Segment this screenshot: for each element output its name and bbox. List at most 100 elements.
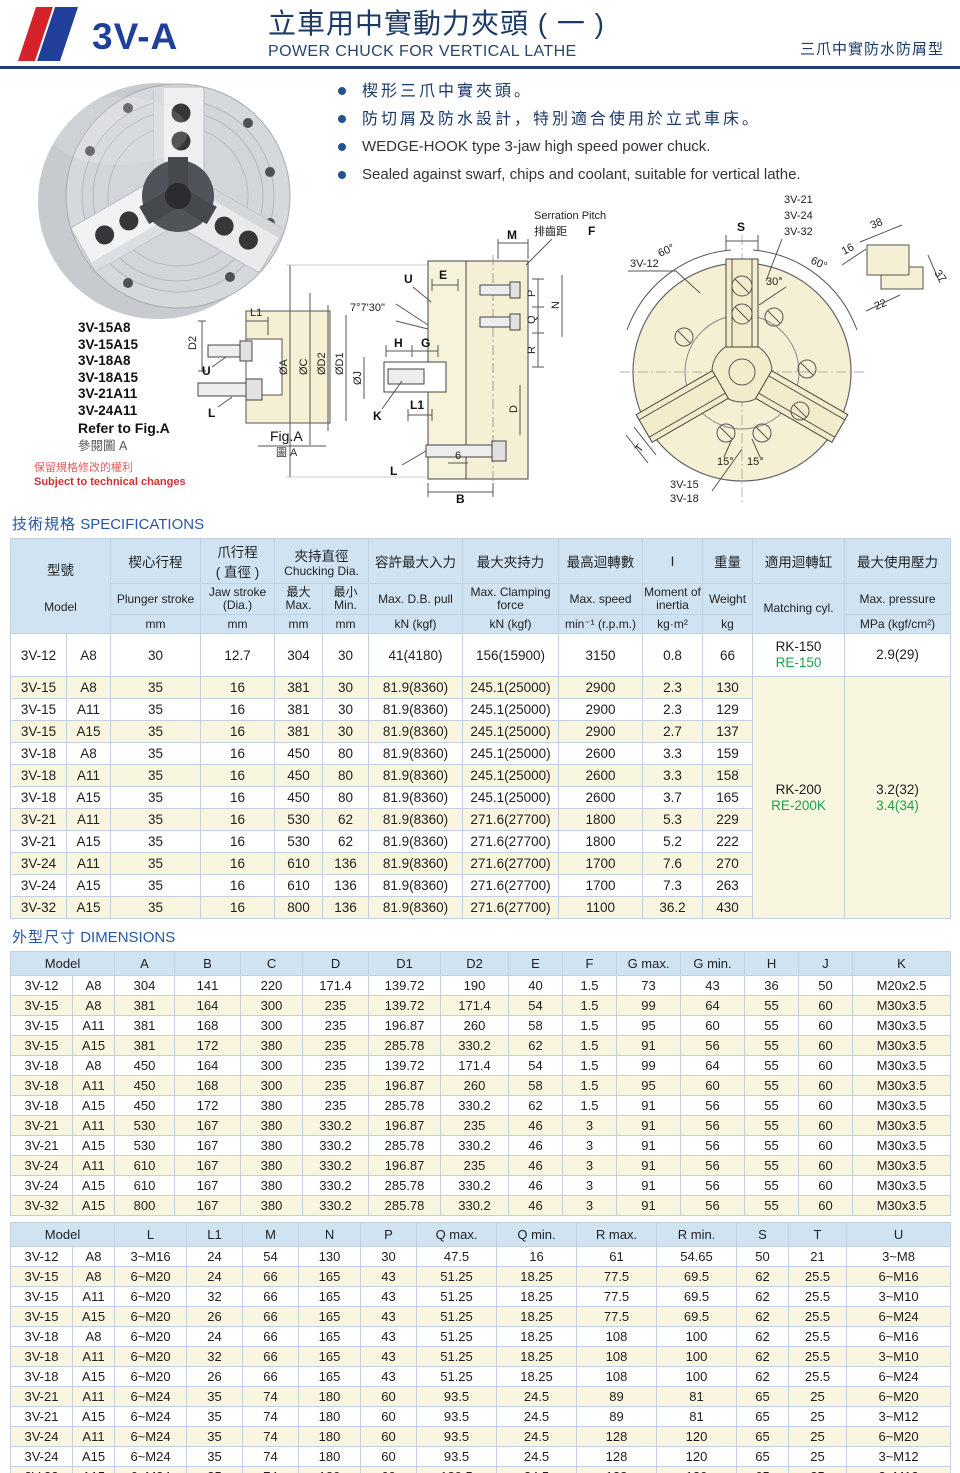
cell: 6~M24 [114, 1426, 188, 1447]
cell: M30x3.5 [852, 1175, 952, 1196]
cell: 330.2 [440, 1175, 510, 1196]
header-cell: U [846, 1222, 952, 1247]
cell: 32 [186, 1346, 244, 1367]
cell: 271.6(27700) [462, 830, 560, 853]
cell: 220 [240, 975, 304, 996]
cell: 62 [508, 1095, 564, 1116]
cell: A15 [66, 874, 111, 897]
cell: 285.78 [368, 1135, 442, 1156]
cell: 120 [656, 1446, 738, 1467]
cell: 56 [680, 1155, 746, 1176]
cell: 65 [736, 1426, 790, 1447]
cell: 16 [200, 764, 275, 787]
model-item: 3V-18A15 [78, 369, 139, 385]
cell: 3~M16 [114, 1246, 188, 1267]
cell: 450 [114, 1055, 176, 1076]
cell: 165 [702, 786, 754, 809]
cell: 330.2 [440, 1195, 510, 1216]
cell: 1.5 [562, 975, 618, 996]
cell: 55 [744, 1115, 800, 1136]
cell: 1100 [558, 896, 644, 919]
header-cell: L [114, 1222, 188, 1247]
cell: 12.7 [200, 633, 275, 677]
cell: 55 [744, 1155, 800, 1176]
cell: M30x3.5 [852, 1115, 952, 1136]
cell: 16 [200, 808, 275, 831]
cell: 3~M12 [846, 1466, 952, 1473]
cell: 99 [616, 995, 682, 1016]
cell: 43 [680, 975, 746, 996]
cell: 65 [736, 1446, 790, 1467]
cell: A15 [66, 786, 111, 809]
cell: 30 [360, 1246, 418, 1267]
cell: 6~M24 [114, 1466, 188, 1473]
col-inertia: I [642, 538, 704, 584]
cell: 54.65 [656, 1246, 738, 1267]
cell: 3V-21 [10, 1135, 73, 1156]
guide-rails [635, 258, 849, 444]
cell: M30x3.5 [852, 1135, 952, 1156]
cell: 35 [186, 1406, 244, 1427]
cell: 74 [242, 1426, 300, 1447]
cell: A11 [71, 1015, 116, 1036]
cell: 285.78 [368, 1175, 442, 1196]
header-cell: D1 [368, 951, 442, 976]
chuck-jaws [71, 86, 285, 273]
cell: 81 [656, 1386, 738, 1407]
page-title-zh: 立車用中實動力夾頭 ( 一 ) [268, 8, 605, 39]
cell: 165 [298, 1366, 362, 1387]
model-callout-3v21: 3V-21 [784, 194, 813, 206]
dimensions-title: 外型尺寸 DIMENSIONS [12, 929, 176, 946]
cell: 77.5 [576, 1266, 658, 1287]
cell: 3V-15 [10, 1266, 73, 1287]
cell: A8 [71, 1246, 116, 1267]
cell: A15 [71, 1135, 116, 1156]
dim-label-r: R [526, 346, 538, 354]
dim-label-u: U [202, 364, 211, 378]
model-item: 3V-18A8 [78, 353, 131, 368]
cell: 235 [440, 1115, 510, 1136]
cell: 66 [702, 633, 754, 677]
cell: 18.25 [496, 1346, 578, 1367]
cell: 25 [788, 1466, 848, 1473]
cell: 530 [114, 1115, 176, 1136]
dim-label-s: S [737, 220, 745, 234]
cell: A15 [71, 1175, 116, 1196]
cell: 16 [200, 698, 275, 721]
cell: 62 [736, 1306, 790, 1327]
cell: 3 [562, 1175, 618, 1196]
cell: 25.5 [788, 1286, 848, 1307]
cell: 235 [302, 1015, 370, 1036]
cell: 55 [744, 1135, 800, 1156]
cell: 1.5 [562, 1055, 618, 1076]
cell: 3V-12 [10, 975, 73, 996]
cell: 30 [321, 676, 370, 699]
cell: 35 [110, 896, 201, 919]
header-cell: T [788, 1222, 848, 1247]
cell: A8 [66, 676, 111, 699]
cell: 80 [321, 764, 370, 787]
cell: M30x3.5 [852, 1055, 952, 1076]
cell: 81.9(8360) [368, 698, 464, 721]
cell: 35 [110, 720, 201, 743]
cell: 62 [321, 808, 370, 831]
cell: 24.5 [496, 1446, 578, 1467]
technical-note: 保留規格修改的權利 Subject to technical changes [34, 461, 186, 489]
dim-label-h: H [394, 336, 403, 350]
cell: 1.5 [562, 1075, 618, 1096]
serration-pitch-label-zh: 排齒距 [534, 224, 567, 238]
header-cell: P [360, 1222, 418, 1247]
dim-label-15b: 15° [747, 456, 764, 468]
cell: 120 [656, 1426, 738, 1447]
cell: 610 [114, 1155, 176, 1176]
cell: 164 [174, 995, 242, 1016]
cell: 18.25 [496, 1266, 578, 1287]
cell: 263 [702, 874, 754, 897]
